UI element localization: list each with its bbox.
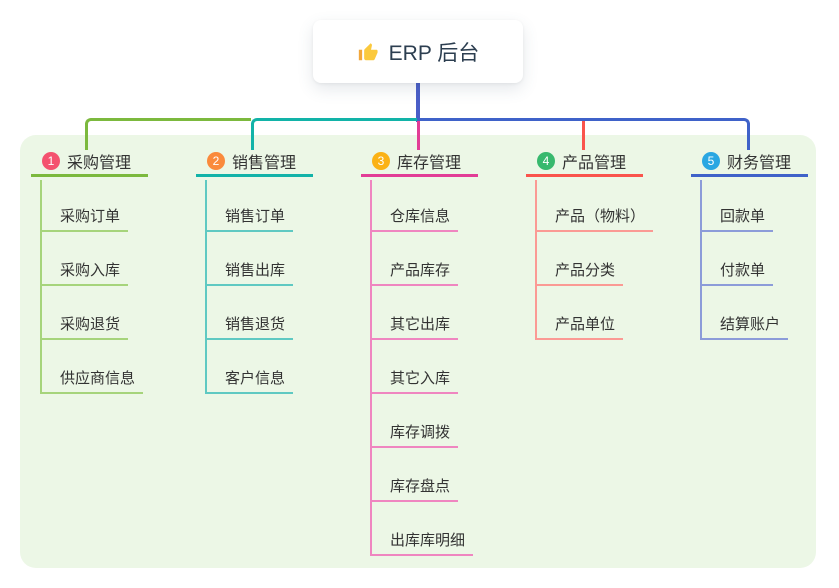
mindmap-leaf-node[interactable]: 销售退货 [205, 308, 294, 340]
leaf-node-label: 采购订单 [60, 208, 121, 225]
branch-header-node[interactable]: 1 采购管理 [31, 148, 148, 177]
branch-header-node[interactable]: 3 库存管理 [361, 148, 478, 177]
mindmap-background-panel [20, 135, 816, 568]
branch-spine-line [700, 180, 702, 340]
mindmap-leaf-node[interactable]: 仓库信息 [370, 200, 459, 232]
leaf-node-label: 产品单位 [555, 316, 616, 333]
branch-spine-line [370, 180, 372, 556]
branch-label: 库存管理 [397, 155, 462, 172]
branch-number-badge: 3 [372, 152, 390, 170]
leaf-node-label: 仓库信息 [390, 208, 451, 225]
leaf-node-label: 采购入库 [60, 262, 121, 279]
branch-header-node[interactable]: 5 财务管理 [691, 148, 808, 177]
mindmap-leaf-node[interactable]: 库存调拨 [370, 416, 459, 448]
leaf-node-label: 其它出库 [390, 316, 451, 333]
leaf-node-label: 客户信息 [225, 370, 286, 387]
mindmap-leaf-node[interactable]: 销售订单 [205, 200, 294, 232]
root-node-label: ERP 后台 [388, 41, 480, 65]
mindmap-leaf-node[interactable]: 客户信息 [205, 362, 294, 394]
mindmap-leaf-node[interactable]: 回款单 [700, 200, 774, 232]
branch-label: 销售管理 [232, 155, 297, 172]
mindmap-leaf-node[interactable]: 供应商信息 [40, 362, 144, 394]
leaf-node-label: 产品（物料） [555, 208, 646, 225]
branch: 3 库存管理 仓库信息 产品库存 其它出库 其它入库 库存调拨 库存盘点 出库库… [361, 148, 526, 556]
leaf-node-label: 结算账户 [720, 316, 781, 333]
mindmap-leaf-node[interactable]: 产品分类 [535, 254, 624, 286]
leaf-node-label: 供应商信息 [60, 370, 136, 387]
branch-header-node[interactable]: 2 销售管理 [196, 148, 313, 177]
connector-elbow-branch-5 [417, 118, 750, 150]
leaf-node-label: 采购退货 [60, 316, 121, 333]
mindmap-leaf-node[interactable]: 结算账户 [700, 308, 789, 340]
branch-label: 产品管理 [562, 155, 627, 172]
mindmap-leaf-node[interactable]: 出库库明细 [370, 524, 474, 556]
thumbs-up-icon [357, 41, 379, 63]
connector-drop-branch-4 [582, 121, 585, 150]
leaf-node-label: 产品分类 [555, 262, 616, 279]
branch-label: 财务管理 [727, 155, 792, 172]
mindmap-leaf-node[interactable]: 其它入库 [370, 362, 459, 394]
root-node[interactable]: ERP 后台 [313, 20, 523, 83]
branch-number-badge: 4 [537, 152, 555, 170]
leaf-node-label: 回款单 [720, 208, 766, 225]
mindmap-leaf-node[interactable]: 付款单 [700, 254, 774, 286]
branch-number-badge: 1 [42, 152, 60, 170]
mindmap-leaf-node[interactable]: 产品单位 [535, 308, 624, 340]
branch: 2 销售管理 销售订单 销售出库 销售退货 客户信息 [196, 148, 361, 394]
root-connector-line [416, 83, 420, 122]
branch-label: 采购管理 [67, 155, 132, 172]
connector-elbow-branch-2 [251, 118, 420, 150]
branch: 1 采购管理 采购订单 采购入库 采购退货 供应商信息 [31, 148, 196, 394]
mindmap-leaf-node[interactable]: 产品库存 [370, 254, 459, 286]
branch-spine-line [40, 180, 42, 394]
leaf-node-label: 库存盘点 [390, 478, 451, 495]
mindmap-leaf-node[interactable]: 其它出库 [370, 308, 459, 340]
branch: 5 财务管理 回款单 付款单 结算账户 [691, 148, 839, 340]
branch-spine-line [205, 180, 207, 394]
mindmap-leaf-node[interactable]: 采购订单 [40, 200, 129, 232]
mindmap-leaf-node[interactable]: 销售出库 [205, 254, 294, 286]
leaf-node-label: 库存调拨 [390, 424, 451, 441]
mindmap-leaf-node[interactable]: 库存盘点 [370, 470, 459, 502]
leaf-node-label: 销售出库 [225, 262, 286, 279]
leaf-node-label: 出库库明细 [390, 532, 466, 549]
leaf-node-label: 产品库存 [390, 262, 451, 279]
leaf-node-label: 销售退货 [225, 316, 286, 333]
branch-spine-line [535, 180, 537, 340]
leaf-node-label: 其它入库 [390, 370, 451, 387]
mindmap-leaf-node[interactable]: 采购退货 [40, 308, 129, 340]
leaf-node-label: 销售订单 [225, 208, 286, 225]
mindmap-leaf-node[interactable]: 产品（物料） [535, 200, 654, 232]
branch-number-badge: 5 [702, 152, 720, 170]
branch-header-node[interactable]: 4 产品管理 [526, 148, 643, 177]
mindmap-leaf-node[interactable]: 采购入库 [40, 254, 129, 286]
branch: 4 产品管理 产品（物料） 产品分类 产品单位 [526, 148, 691, 340]
leaf-node-label: 付款单 [720, 262, 766, 279]
connector-drop-branch-3 [417, 121, 420, 150]
branch-number-badge: 2 [207, 152, 225, 170]
connector-elbow-branch-1 [85, 118, 251, 150]
